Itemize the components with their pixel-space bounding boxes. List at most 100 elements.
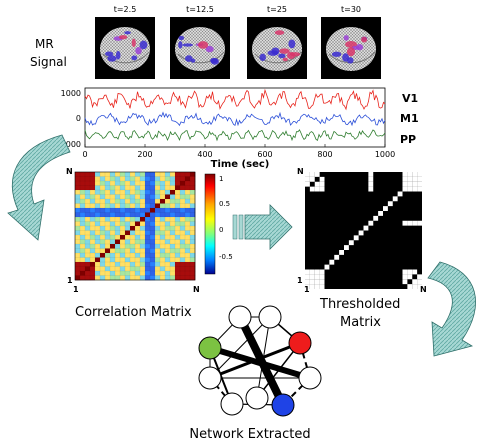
corr-cell [85,230,91,236]
corr-cell [135,203,141,209]
activation-blob [279,48,290,54]
thresh-cell [407,274,413,280]
corr-cell [105,203,111,209]
corr-cell [110,235,116,240]
corr-cell [125,275,131,281]
activation-blob [345,40,357,48]
activation-blob [197,41,209,49]
corr-cell [95,181,101,186]
corr-cell [155,226,161,231]
thresh-cell [319,274,325,280]
thresh-cell [314,284,320,289]
corr-cell [140,262,146,267]
corr-cell [80,257,86,263]
corr-cell [180,172,186,177]
thresh-cell [305,181,310,187]
corr-cell [80,248,86,254]
corr-cell [150,181,156,186]
corr-cell [190,194,196,200]
corr-cell [155,190,161,195]
corr-cell [75,194,81,200]
corr-cell [115,253,121,258]
corr-cell [130,239,136,245]
corr-cell [185,244,191,249]
corr-cell [185,181,191,186]
corr-cell [100,172,106,177]
corr-cell [105,235,111,240]
corr-cell [105,208,111,213]
corr-cell [100,235,106,240]
corr-cell [120,212,126,218]
corr-cell [190,203,196,209]
corr-cell [110,199,116,204]
corr-cell [145,266,151,272]
corr-cell [95,190,101,195]
brain-time-label: t=30 [341,5,361,14]
region-label-v1: V1 [402,92,418,105]
corr-cell [185,199,191,204]
corr-cell [145,226,151,231]
corr-cell [185,235,191,240]
thresh-cell [373,215,379,221]
x-tick-label: 0 [82,150,87,159]
corr-cell [160,190,166,195]
network-edge [209,316,271,379]
corr-cell [155,230,161,236]
corr-cell [100,181,106,186]
corr-cell [160,253,166,258]
corr-cell [115,275,121,281]
corr-cell [175,253,181,258]
corr-cell [145,172,151,177]
corr-cell [90,208,96,213]
corr-cell [90,172,96,177]
corr-cell [165,266,171,272]
corr-cell [110,253,116,258]
corr-cell [190,248,196,254]
corr-cell [90,248,96,254]
thresh-cell [402,274,408,280]
corr-cell [180,271,186,276]
thresholded-matrix-panel: N 1 1 N Thresholded Matrix [297,167,427,330]
corr-cell [165,275,171,281]
corr-cell [160,212,166,218]
corr-cell [95,271,101,276]
thresh-cell [314,181,320,187]
thresh-cell [412,181,418,187]
corr-cell [115,176,121,182]
corr-cell [190,217,196,222]
corr-cell [105,185,111,191]
corr-cell [135,262,141,267]
corr-cell [175,235,181,240]
corr-cell [85,176,91,182]
corr-cell [125,176,131,182]
network-node-red [288,331,312,355]
network-node-white [298,366,322,390]
brain-time-label: t=12.5 [186,5,214,14]
corr-cell [145,230,151,236]
corr-cell [105,239,111,245]
corr-cell [80,235,86,240]
corr-cell [100,275,106,281]
corr-cell [80,181,86,186]
x-tick-label: 200 [137,150,152,159]
corr-cell [140,257,146,263]
corr-cell [115,271,121,276]
corr-cell [90,185,96,191]
corr-cell [130,271,136,276]
activation-blob [124,31,131,35]
series-line-m1 [84,111,386,127]
corr-cell [155,217,161,222]
thresh-cell [417,274,422,280]
corr-cell [125,226,131,231]
corr-cell [75,181,81,186]
corr-cell [80,199,86,204]
corr-cell [185,253,191,258]
corr-cell [145,199,151,204]
corr-cell [130,217,136,222]
corr-cell [180,194,186,200]
corr-cell [105,212,111,218]
activation-blob [185,55,193,62]
corr-cell [150,185,156,191]
corr-cell [140,190,146,195]
y-tick-top: 1000 [61,89,81,98]
